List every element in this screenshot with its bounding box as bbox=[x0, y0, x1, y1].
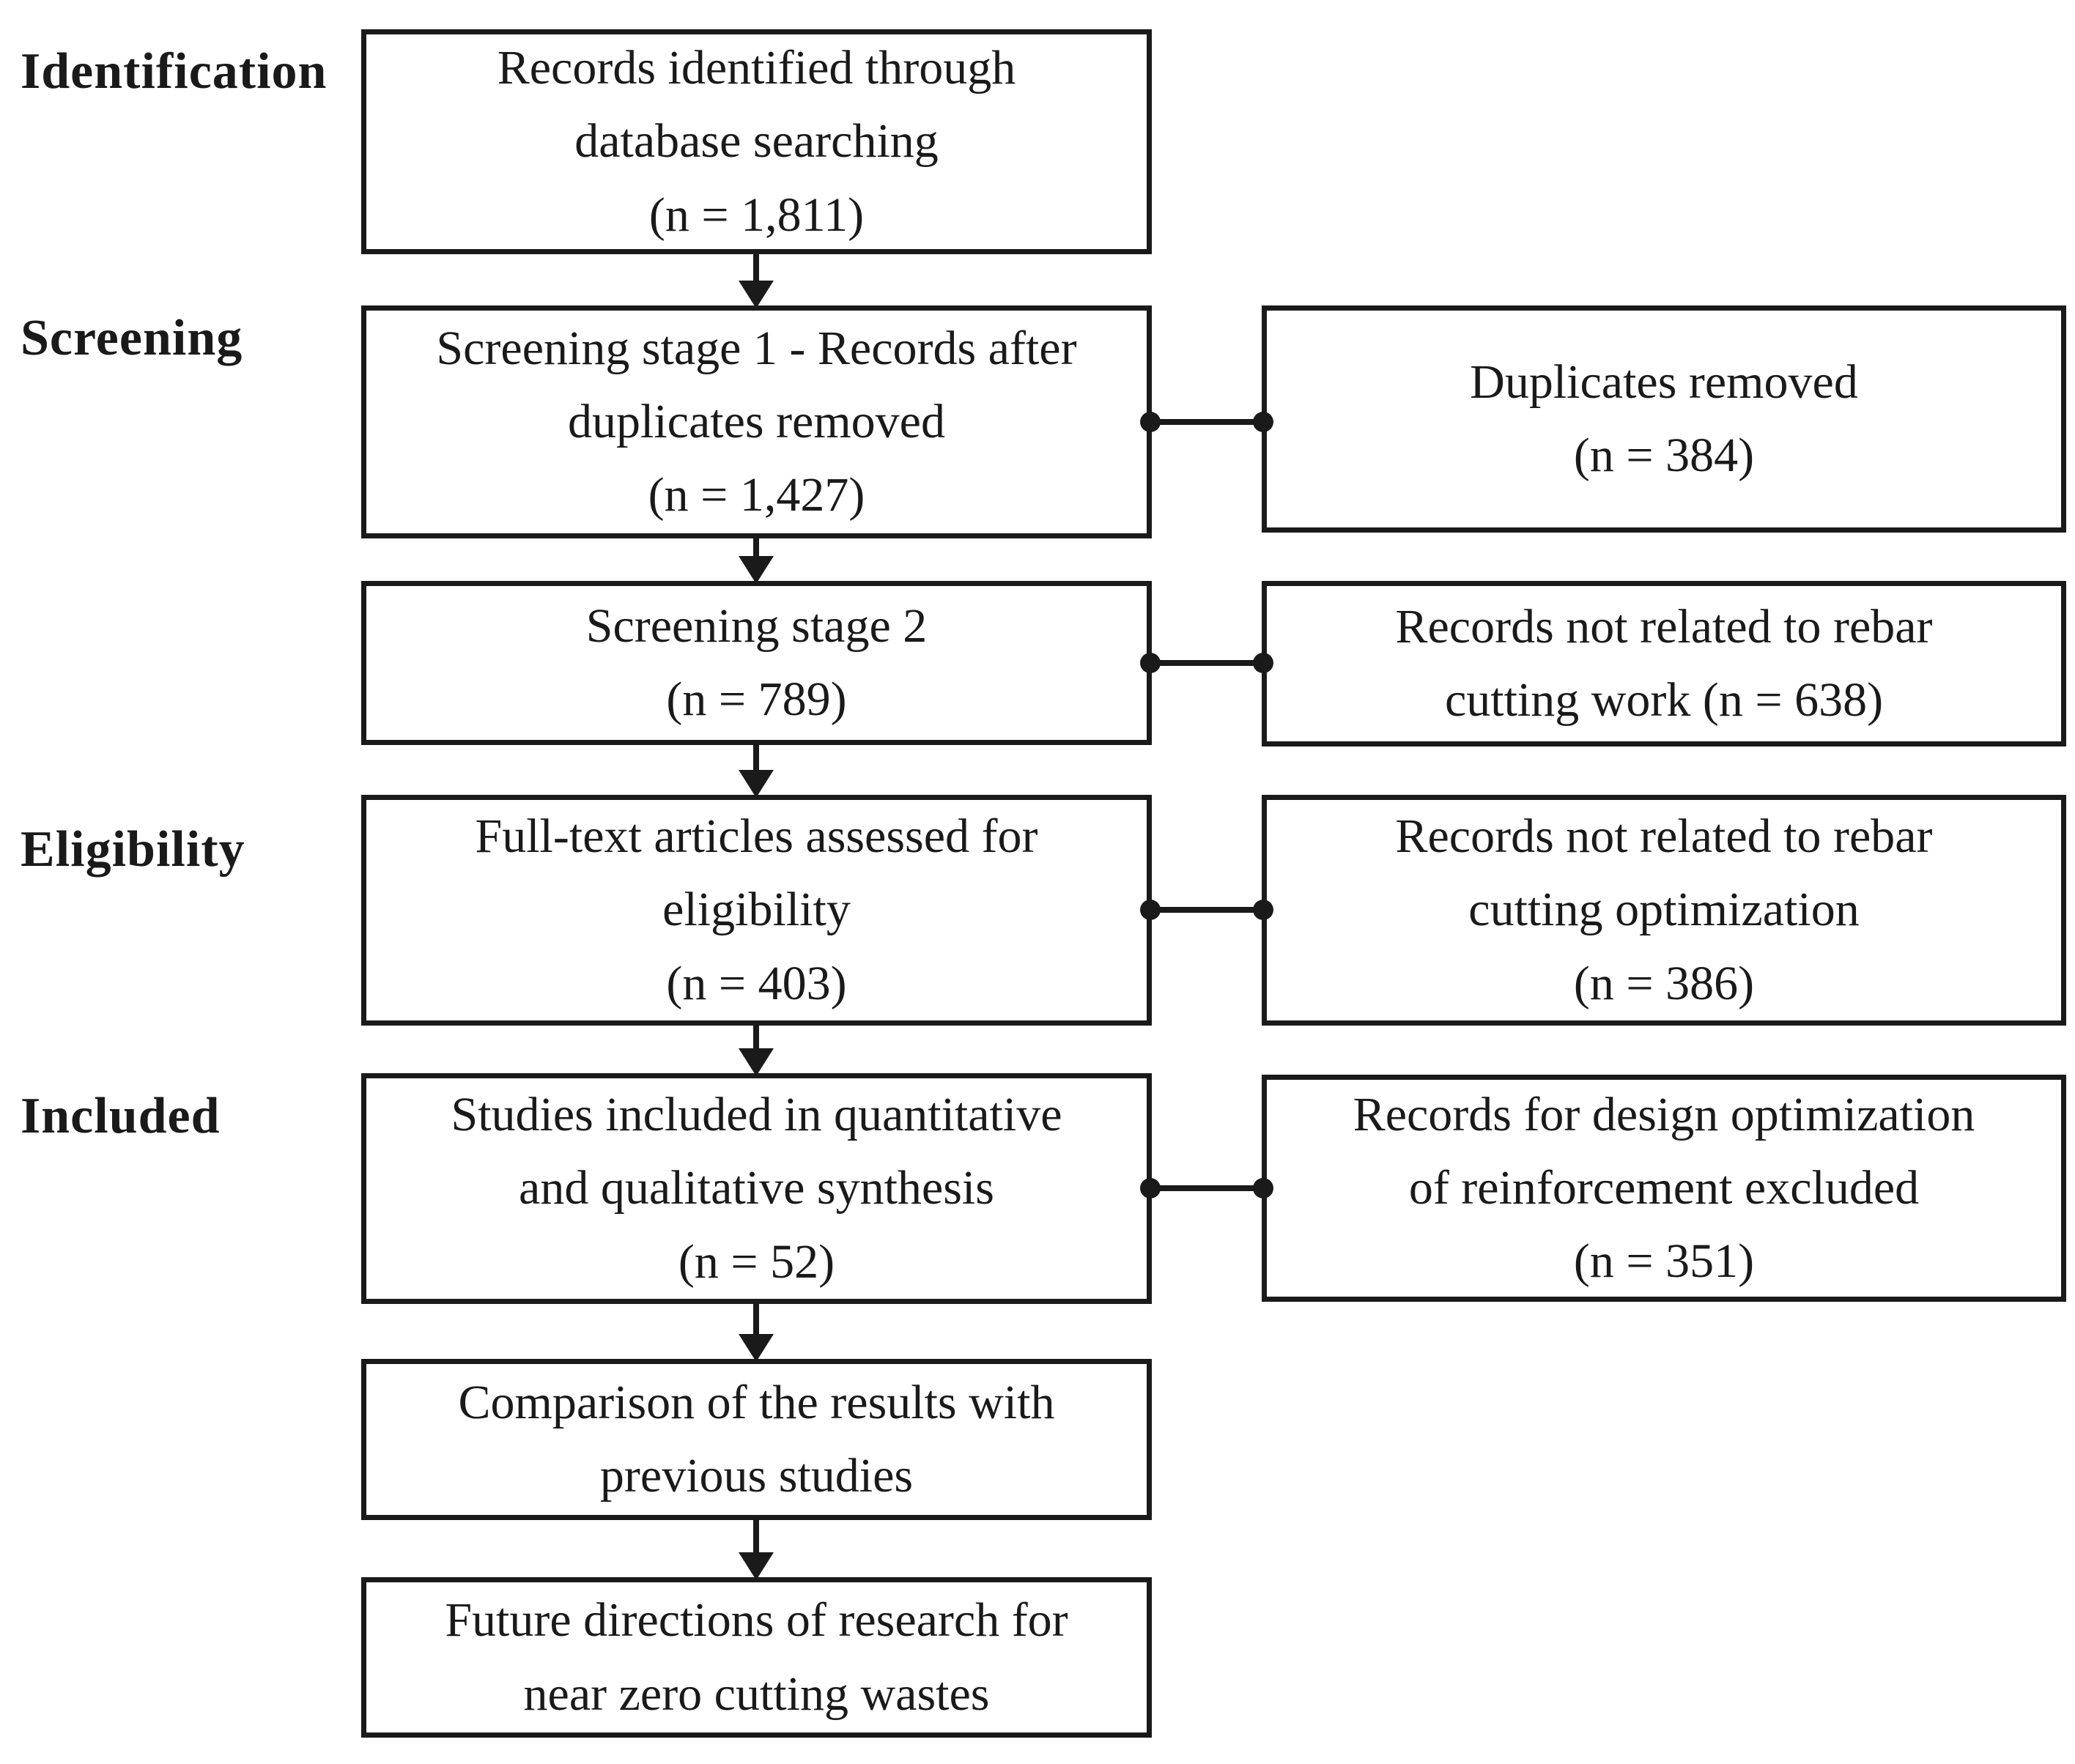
box-line: eligibility bbox=[662, 883, 851, 937]
box-line: Screening stage 1 - Records after bbox=[436, 321, 1077, 375]
arrow-shaft bbox=[753, 1519, 759, 1560]
box-line: (n = 386) bbox=[1573, 956, 1755, 1010]
box-not-related-cutting-optimization: Records not related to rebar cutting opt… bbox=[1262, 795, 2066, 1026]
box-screening-stage-2: Screening stage 2 (n = 789) bbox=[361, 581, 1152, 745]
box-line: Studies included in quantitative bbox=[451, 1088, 1062, 1142]
down-arrow bbox=[739, 1519, 774, 1580]
box-line: of reinforcement excluded bbox=[1408, 1160, 1920, 1215]
connector-line bbox=[1149, 1185, 1265, 1191]
stage-label-screening: Screening bbox=[21, 310, 243, 366]
connector-line bbox=[1149, 660, 1265, 666]
box-comparison-previous-studies: Comparison of the results with previous … bbox=[361, 1359, 1152, 1520]
box-line: and qualitative synthesis bbox=[519, 1161, 994, 1215]
stage-label-identification: Identification bbox=[21, 43, 328, 100]
arrow-head-icon bbox=[739, 1552, 774, 1580]
arrow-shaft bbox=[753, 1024, 759, 1056]
arrow-head-icon bbox=[739, 281, 774, 308]
down-arrow bbox=[739, 1024, 774, 1076]
connector-dot bbox=[1253, 1178, 1273, 1198]
connector-dot bbox=[1253, 653, 1273, 673]
box-not-related-cutting-work: Records not related to rebar cutting wor… bbox=[1262, 581, 2066, 746]
box-line: previous studies bbox=[599, 1449, 914, 1502]
box-future-directions: Future directions of research for near z… bbox=[361, 1577, 1152, 1738]
box-screening-stage-1: Screening stage 1 - Records after duplic… bbox=[361, 305, 1152, 538]
box-line: cutting optimization bbox=[1468, 883, 1860, 937]
arrow-shaft bbox=[753, 1302, 759, 1341]
box-line: (n = 1,811) bbox=[648, 188, 865, 242]
box-line: (n = 1,427) bbox=[648, 468, 865, 522]
arrow-head-icon bbox=[739, 770, 774, 798]
arrow-shaft bbox=[753, 253, 759, 288]
down-arrow bbox=[739, 744, 774, 798]
box-duplicates-removed: Duplicates removed (n = 384) bbox=[1262, 305, 2066, 533]
box-design-optimization-excluded: Records for design optimization of reinf… bbox=[1262, 1075, 2066, 1302]
box-line: Comparison of the results with bbox=[458, 1375, 1055, 1429]
box-line: near zero cutting wastes bbox=[523, 1667, 990, 1721]
box-line: duplicates removed bbox=[568, 394, 945, 448]
connector-line bbox=[1149, 907, 1265, 913]
down-arrow bbox=[739, 253, 774, 308]
stage-label-eligibility: Eligibility bbox=[21, 821, 245, 878]
box-line: (n = 789) bbox=[666, 672, 847, 726]
box-line: Future directions of research for bbox=[445, 1593, 1068, 1648]
box-line: Records not related to rebar bbox=[1395, 599, 1933, 653]
box-line: Records identified through bbox=[497, 41, 1016, 95]
box-line: Records not related to rebar bbox=[1395, 809, 1933, 864]
exclusion-connector bbox=[1140, 411, 1273, 433]
down-arrow bbox=[739, 1302, 774, 1362]
box-records-identified: Records identified through database sear… bbox=[361, 29, 1152, 254]
connector-dot bbox=[1253, 412, 1273, 432]
arrow-head-icon bbox=[739, 556, 774, 584]
box-line: database searching bbox=[574, 114, 939, 168]
arrow-head-icon bbox=[739, 1334, 774, 1362]
connector-dot bbox=[1253, 900, 1273, 920]
exclusion-connector bbox=[1140, 1177, 1273, 1199]
box-line: (n = 384) bbox=[1573, 429, 1755, 482]
stage-label-included: Included bbox=[21, 1088, 221, 1144]
box-line: cutting work (n = 638) bbox=[1444, 673, 1884, 727]
exclusion-connector bbox=[1140, 899, 1273, 921]
box-line: (n = 52) bbox=[678, 1234, 835, 1289]
box-line: Screening stage 2 bbox=[585, 598, 928, 653]
box-studies-included: Studies included in quantitative and qua… bbox=[361, 1073, 1152, 1304]
arrow-shaft bbox=[753, 537, 759, 563]
box-line: (n = 351) bbox=[1573, 1234, 1755, 1289]
box-full-text-eligibility: Full-text articles assessed for eligibil… bbox=[361, 795, 1152, 1026]
box-line: Duplicates removed bbox=[1470, 355, 1858, 409]
box-line: Records for design optimization bbox=[1353, 1087, 1975, 1141]
arrow-head-icon bbox=[739, 1048, 774, 1076]
connector-line bbox=[1149, 419, 1265, 425]
down-arrow bbox=[739, 537, 774, 584]
box-line: Full-text articles assessed for bbox=[475, 809, 1038, 864]
exclusion-connector bbox=[1140, 652, 1273, 674]
arrow-shaft bbox=[753, 744, 759, 777]
box-line: (n = 403) bbox=[666, 956, 847, 1010]
